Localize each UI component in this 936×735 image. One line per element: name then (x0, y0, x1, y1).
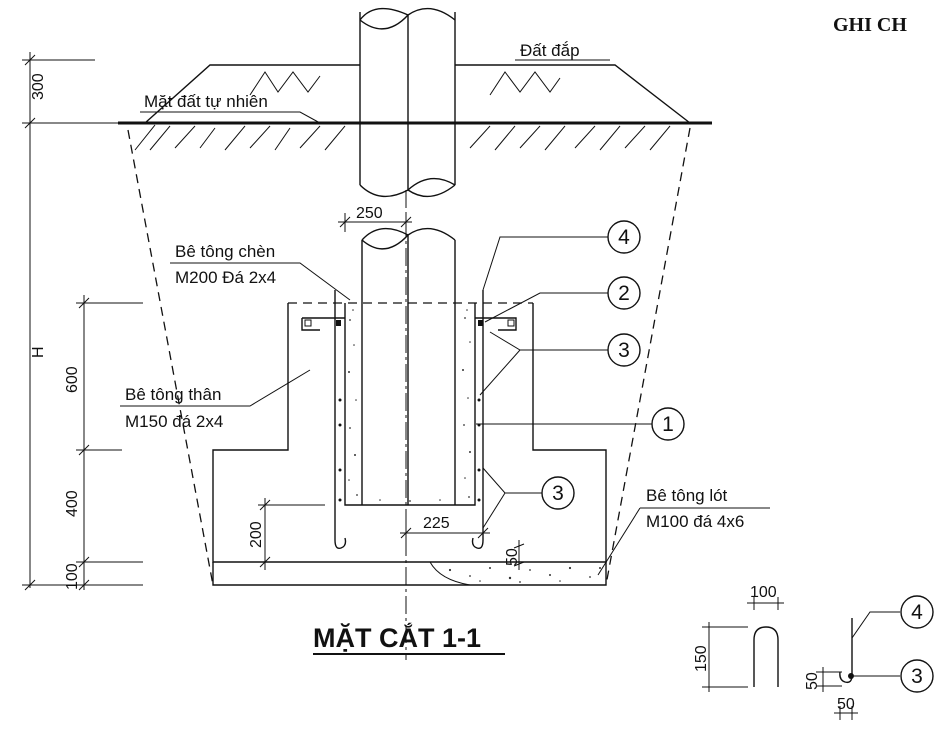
svg-text:4: 4 (911, 601, 923, 624)
stirrup-right (475, 317, 517, 331)
svg-text:1: 1 (662, 413, 674, 436)
svg-text:2: 2 (618, 282, 630, 305)
dim-H: H (30, 346, 47, 358)
detail-dim-50b-line (834, 706, 858, 720)
detail-dim-100-line (747, 597, 784, 610)
detail-marker-4: 4 (900, 595, 934, 629)
leader-2 (484, 292, 608, 323)
dim-chain-outer (22, 52, 118, 591)
dim-250-line (338, 213, 412, 232)
rebar-right (471, 290, 484, 550)
detail-dim-50b: 50 (837, 696, 855, 713)
dim-chain-inner (76, 295, 143, 591)
detail-marker-3: 3 (900, 659, 934, 693)
leader-be-tong-than (120, 369, 311, 407)
excavation-left (127, 129, 214, 586)
leader-mat-dat (140, 111, 321, 124)
detail-dim-150-line (702, 622, 748, 692)
label-be-tong-lot-2: M100 đá 4x6 (646, 512, 744, 531)
lean-concrete-outline (212, 562, 607, 586)
label-be-tong-chen-1: Bê tông chèn (175, 242, 275, 261)
detail-dim-100: 100 (750, 584, 777, 601)
ground-hatching (134, 124, 671, 151)
svg-text:3: 3 (618, 339, 630, 362)
rebar-left-dots (338, 398, 342, 502)
stirrup-left-hook (304, 319, 312, 327)
leader-be-tong-chen (170, 262, 351, 301)
detail-bar-dot (848, 673, 854, 679)
rebar-left-tie (336, 320, 341, 326)
leader-3-upper (479, 331, 608, 396)
marker-2: 2 (607, 276, 641, 310)
label-mat-dat: Mặt đất tự nhiên (144, 92, 268, 111)
dim-200: 200 (248, 521, 265, 548)
excavation-right (605, 127, 691, 586)
detail-dim-50a: 50 (804, 672, 821, 690)
pole-lower (361, 240, 456, 505)
rebar-right-tie (478, 320, 483, 326)
dim-225: 225 (423, 515, 450, 532)
marker-1: 1 (651, 407, 685, 441)
section-title: MẶT CẮT 1-1 (313, 622, 481, 653)
svg-text:3: 3 (552, 482, 564, 505)
label-be-tong-than-1: Bê tông thân (125, 385, 221, 404)
socket-outline (344, 303, 476, 506)
leader-be-tong-lot (597, 507, 770, 576)
detail-hooked-bar (839, 618, 853, 684)
rebar-right-dots (477, 398, 481, 502)
detail-leader-4 (851, 611, 900, 639)
lean-concrete-dots (448, 566, 601, 583)
stirrup-left (301, 317, 345, 331)
fill-hatching (249, 71, 561, 96)
dim-225-line (400, 525, 490, 541)
dim-600: 600 (64, 366, 81, 393)
dim-400: 400 (64, 490, 81, 517)
dim-50-line (513, 540, 525, 570)
dim-250: 250 (356, 205, 383, 222)
label-be-tong-than-2: M150 đá 2x4 (125, 412, 223, 431)
rebar-left (334, 290, 347, 550)
dim-100: 100 (64, 563, 81, 590)
dim-300: 300 (30, 73, 47, 100)
lean-concrete-break (429, 561, 471, 586)
filler-concrete-dots (348, 309, 471, 502)
marker-3-upper: 3 (607, 333, 641, 367)
label-be-tong-lot-1: Bê tông lót (646, 486, 728, 505)
svg-text:4: 4 (618, 226, 630, 249)
foundation-body-outline (212, 303, 607, 563)
leader-3-lower (482, 467, 542, 529)
marker-4: 4 (607, 220, 641, 254)
detail-dim-50a-line (816, 667, 842, 692)
fill-mound-outline (144, 64, 691, 124)
marker-3-lower: 3 (541, 476, 575, 510)
detail-dim-150: 150 (693, 645, 710, 672)
notes-header: GHI CH (833, 14, 907, 36)
svg-text:3: 3 (911, 665, 923, 688)
detail-u-hook (753, 626, 779, 687)
pole-upper (359, 12, 456, 185)
label-dat-dap: Đất đắp (520, 41, 580, 60)
leader-4 (482, 236, 608, 291)
dim-50: 50 (504, 548, 521, 566)
dim-200-line (258, 498, 325, 570)
stirrup-right-hook (507, 319, 515, 327)
label-be-tong-chen-2: M200 Đá 2x4 (175, 268, 276, 287)
